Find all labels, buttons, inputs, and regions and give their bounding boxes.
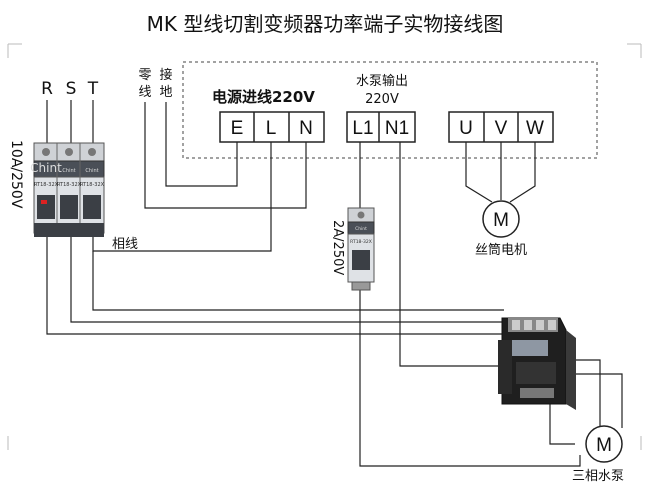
pump-motor-label: 三相水泵 xyxy=(572,469,624,484)
pump-out-label-1: 水泵输出 xyxy=(356,73,408,89)
breaker-brand-3: Chint xyxy=(85,168,98,174)
spindle-motor-symbol: M xyxy=(493,210,509,231)
terminal-u: U xyxy=(459,118,473,139)
power-in-label: 电源进线220V xyxy=(212,88,315,106)
pump-motor-symbol: M xyxy=(596,435,612,456)
breaker-brand-1: Chint xyxy=(30,161,62,175)
pump-breaker-rating: 2A/250V xyxy=(330,220,345,275)
zero-line-label-2: 线 xyxy=(138,85,151,100)
label-t: T xyxy=(87,79,99,99)
label-s: S xyxy=(66,79,77,99)
pump-out-label-2: 220V xyxy=(365,92,399,107)
terminal-n1: N1 xyxy=(385,118,409,139)
pump-breaker: Chint RT18-32X xyxy=(347,207,375,291)
pump-motor: M xyxy=(585,425,623,463)
contactor xyxy=(498,317,576,410)
breaker-model-2: RT18-32X xyxy=(57,182,82,188)
label-r: R xyxy=(41,79,53,99)
main-breaker-rating: 10A/250V xyxy=(8,140,24,209)
spindle-motor-label: 丝筒电机 xyxy=(475,242,527,258)
ground-label-2: 地 xyxy=(159,85,172,100)
breaker-brand-2: Chint xyxy=(62,168,75,174)
corner-marks xyxy=(7,43,642,450)
input-wires xyxy=(46,100,94,148)
breaker-model-1: RT18-32X xyxy=(34,182,59,188)
wires xyxy=(46,102,623,467)
phase-line-label: 相线 xyxy=(112,237,138,252)
pump-breaker-brand: Chint xyxy=(355,226,367,232)
spindle-motor: M xyxy=(482,200,520,238)
main-breaker: Chint Chint Chint RT18-32X RT18-32X RT18… xyxy=(30,142,105,237)
terminal-l: L xyxy=(266,118,277,139)
terminal-block-motor: U V W xyxy=(448,111,554,143)
terminal-n: N xyxy=(299,118,313,139)
zero-line-label-1: 零 xyxy=(138,68,151,83)
breaker-model-3: RT18-32X xyxy=(80,182,105,188)
diagram-title: MK 型线切割变频器功率端子实物接线图 xyxy=(147,12,504,36)
ground-label-1: 接 xyxy=(159,67,172,83)
terminal-w: W xyxy=(526,118,544,139)
inverter-box xyxy=(182,61,598,159)
terminal-l1: L1 xyxy=(352,118,373,139)
pump-breaker-model: RT18-32X xyxy=(350,239,372,245)
terminal-e: E xyxy=(231,118,244,139)
terminal-block-pump: L1 N1 xyxy=(346,111,416,143)
terminal-v: V xyxy=(495,118,508,139)
terminal-block-power: E L N xyxy=(219,111,325,143)
